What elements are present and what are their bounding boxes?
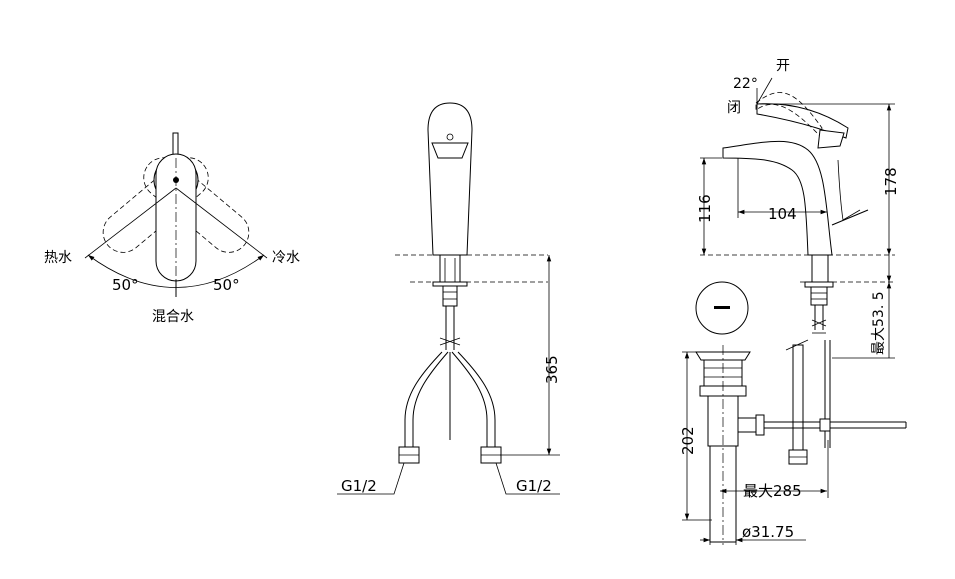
lever-closed [756,103,849,139]
drain-diameter-label: ø31.75 [742,523,794,541]
faucet-body-front [427,102,473,256]
lever-pivot [173,177,179,183]
front-view: 365 G1/2 G1/2 [337,102,561,495]
hot-angle-label: 50° [112,276,139,294]
shank-side [811,254,829,283]
max-deck-label: 最大53. 5 [871,291,887,355]
cold-angle-label: 50° [213,276,240,294]
pop-up-rod [792,344,804,451]
thread-right-label: G1/2 [516,477,552,495]
side-view: 开 22° 闭 116 104 178 最大53. 5 [679,58,907,545]
lever-cold-position [143,157,250,253]
mounting-nut-side [810,286,828,306]
drain-plug [695,351,751,361]
open-label: 开 [776,58,790,74]
lever-cap [817,129,845,149]
close-label: 闭 [727,100,741,116]
hose-left [404,351,443,447]
hot-water-label: 热水 [44,250,72,266]
drain-height-label: 202 [679,426,697,455]
total-height-label: 178 [882,167,900,196]
tilt-angle-label: 22° [733,76,758,92]
max-reach-label: 最大285 [743,482,802,500]
height-365-label: 365 [543,355,561,384]
top-view: 热水 冷水 50° 50° 混合水 [44,132,300,325]
spout-height-label: 116 [696,194,714,223]
hose-right [457,351,496,447]
pivot-nut [755,414,765,436]
drain-cap-logo [714,306,730,309]
spout-opening [431,142,469,159]
mixed-water-label: 混合水 [152,309,194,325]
aerator-mark [446,133,454,141]
mounting-shank [439,254,461,283]
pull-rod-side [837,159,861,221]
faucet-body-side [722,140,833,256]
mounting-plate-side [804,281,834,288]
spout-reach-label: 104 [768,205,797,223]
mounting-nut [442,285,458,307]
drain-side-port [737,417,757,433]
rod-clip [819,418,831,432]
mounting-plate [432,281,468,287]
thread-left-label: G1/2 [341,477,377,495]
cold-water-label: 冷水 [272,250,300,266]
